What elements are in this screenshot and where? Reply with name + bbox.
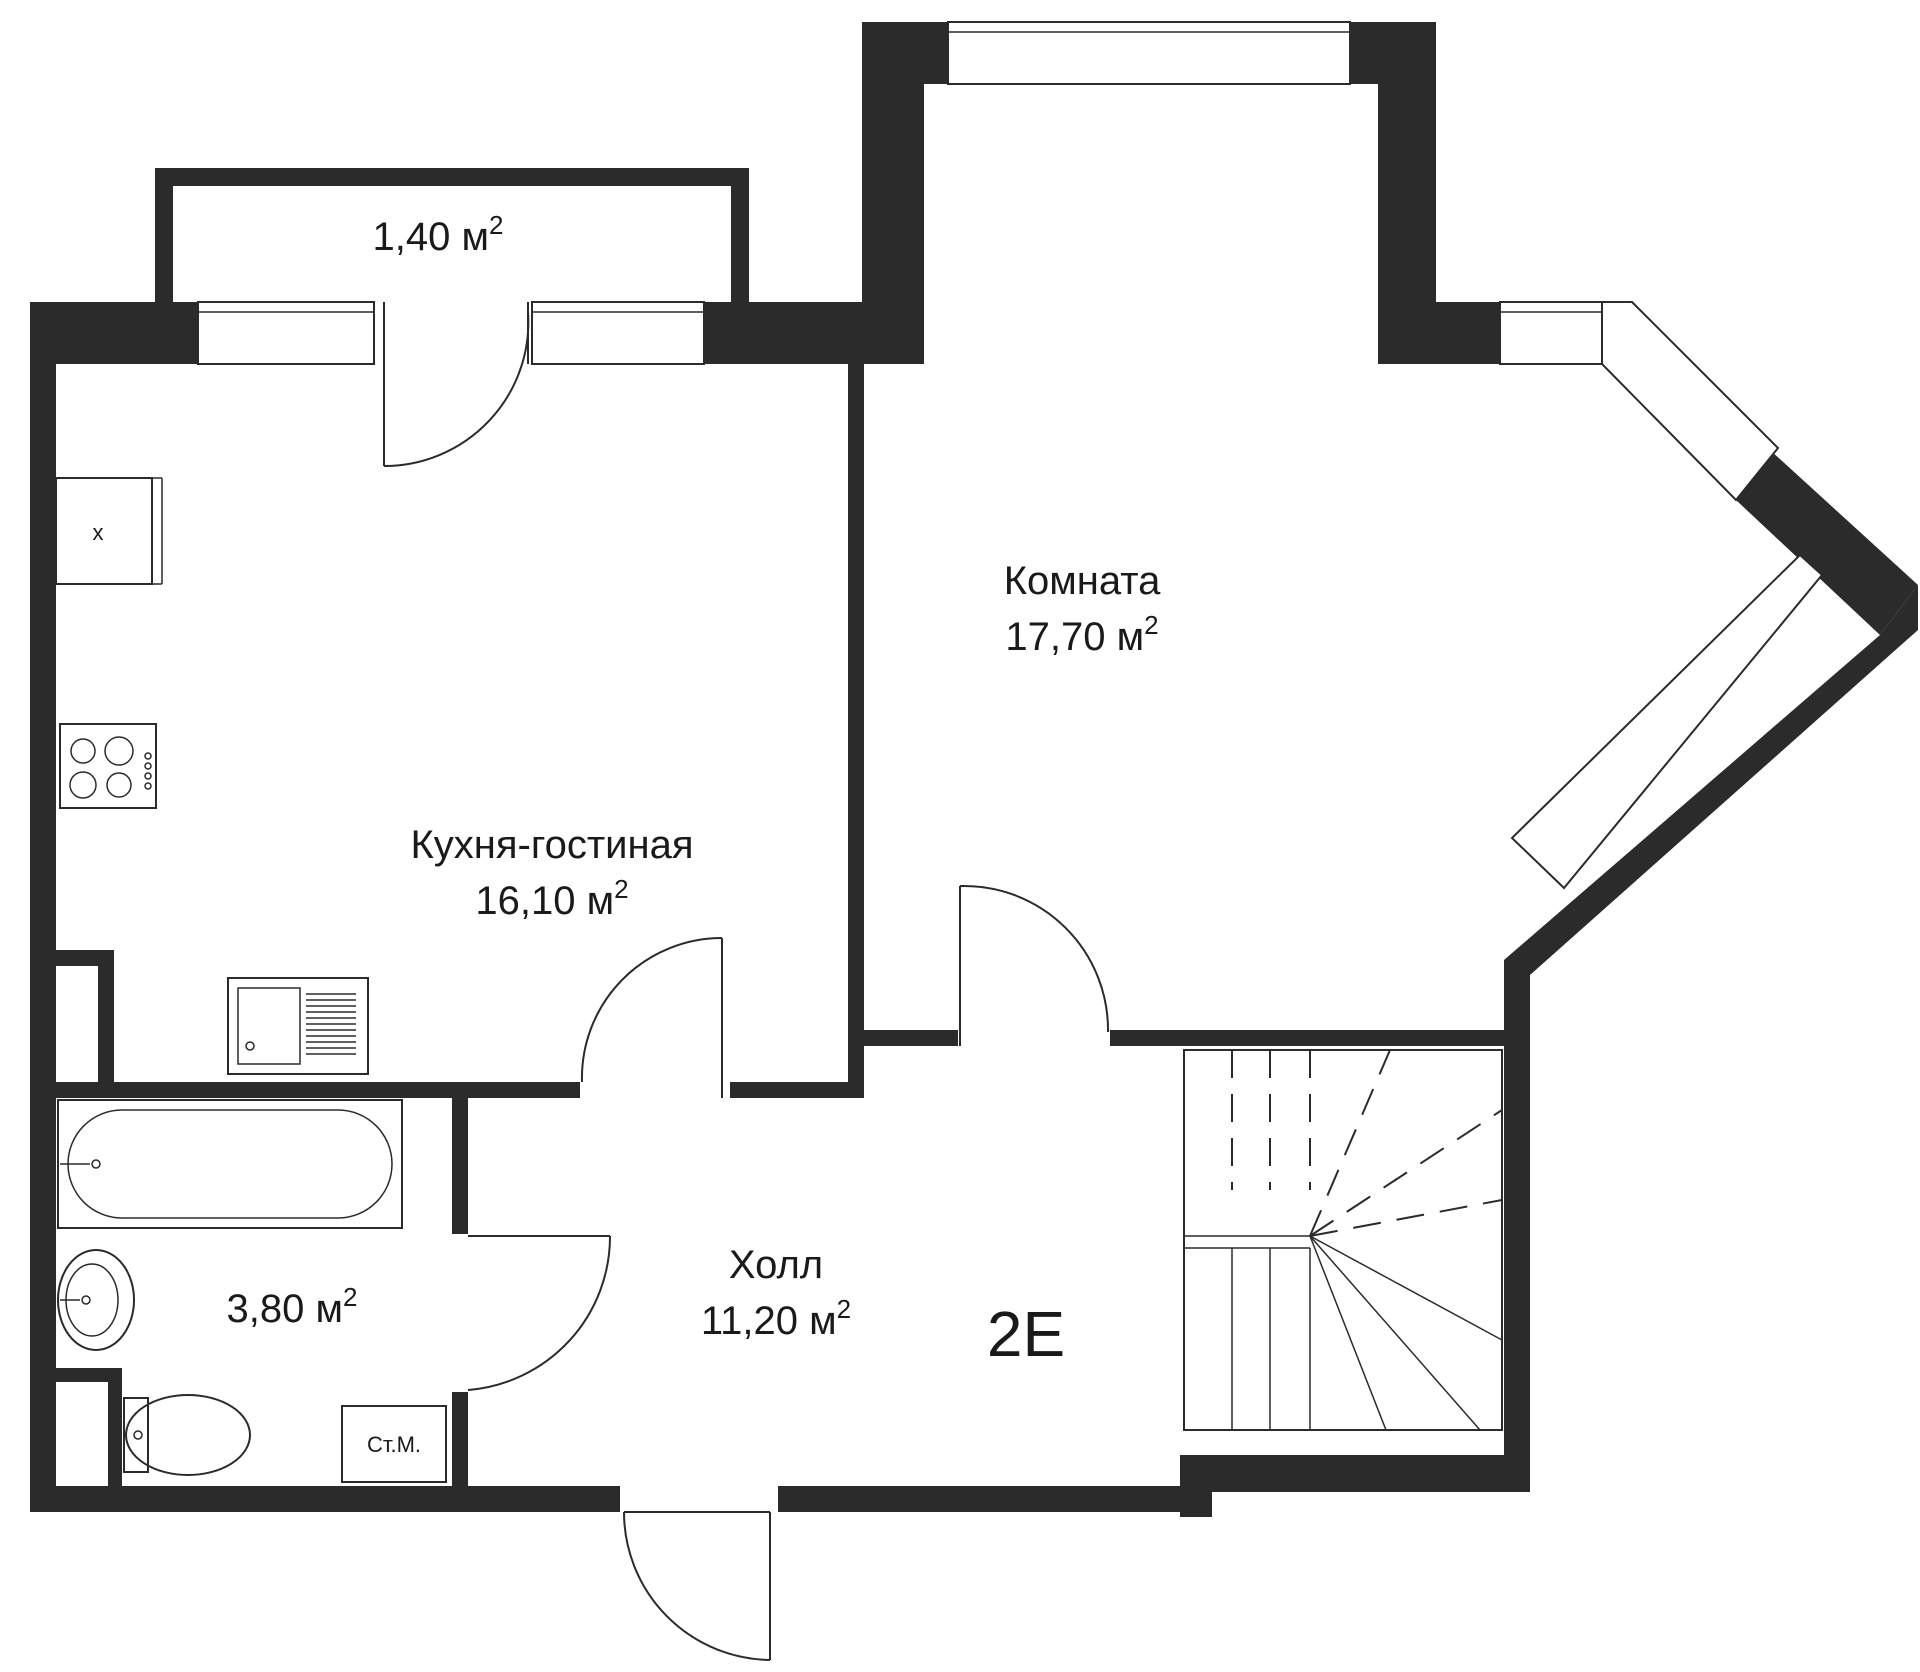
bathroom-fixtures: Ст.М. bbox=[57, 1099, 447, 1483]
wall-bath-right-low bbox=[452, 1392, 468, 1512]
wall-kitchen-bottom-left bbox=[30, 1082, 580, 1098]
wall-left bbox=[30, 302, 56, 1512]
room-area-text: 17,70 м bbox=[1005, 615, 1144, 659]
kitchen-door-swing bbox=[580, 937, 723, 1083]
bathtub bbox=[57, 1099, 403, 1229]
wall-kitchen-room bbox=[848, 364, 864, 1098]
entrance-door-swing bbox=[623, 1511, 771, 1661]
staircase-outline bbox=[1183, 1049, 1503, 1431]
wall-stairs-bottom bbox=[1180, 1455, 1530, 1492]
balcony-wall-left bbox=[155, 168, 173, 302]
balcony-wall-right bbox=[731, 168, 749, 302]
wall-niche-side bbox=[98, 950, 114, 1082]
kitchen-sink bbox=[227, 977, 369, 1075]
wall-bath-niche-side bbox=[108, 1368, 122, 1486]
doors bbox=[383, 302, 1110, 1661]
kitchen-fixtures: x bbox=[55, 477, 369, 1075]
balcony-area: 1,40 м2 bbox=[373, 210, 504, 259]
bathroom-area: 3,80 м2 bbox=[227, 1282, 358, 1331]
walls bbox=[30, 22, 1918, 1517]
hall-name: Холл bbox=[729, 1243, 823, 1287]
wall-top-left bbox=[30, 302, 200, 364]
kitchen-name: Кухня-гостиная bbox=[411, 823, 694, 867]
balcony-door-swing bbox=[383, 311, 530, 468]
bathroom-area-text: 3,80 м bbox=[227, 1287, 343, 1331]
washer-label: Ст.М. bbox=[367, 1432, 421, 1457]
fridge bbox=[55, 477, 153, 585]
room-area: 17,70 м2 bbox=[1005, 610, 1158, 659]
wall-diagonal-upper bbox=[1736, 450, 1918, 635]
kitchen-area-sup: 2 bbox=[614, 874, 628, 904]
hall-area-text: 11,20 м bbox=[701, 1299, 837, 1343]
window-room-diagonal-lower bbox=[1510, 553, 1824, 890]
wall-bottom-left bbox=[30, 1486, 620, 1512]
windows bbox=[197, 21, 1824, 890]
wall-bottom-right-seg bbox=[778, 1486, 1212, 1512]
kitchen-area: 16,10 м2 bbox=[475, 874, 628, 923]
sink-drainboard bbox=[306, 993, 356, 1055]
wall-niche bbox=[30, 950, 114, 966]
room-name: Комната bbox=[1004, 559, 1161, 603]
room-door-swing bbox=[959, 884, 1110, 1033]
toilet-bowl bbox=[125, 1394, 251, 1476]
balcony bbox=[155, 168, 749, 302]
balcony-area-sup: 2 bbox=[489, 210, 503, 240]
plan-code: 2E bbox=[987, 1298, 1065, 1370]
stove bbox=[59, 723, 157, 809]
bathroom-area-sup: 2 bbox=[343, 1282, 357, 1312]
wall-bath-niche bbox=[30, 1368, 122, 1382]
balcony-wall-top bbox=[155, 168, 749, 186]
balcony-area-text: 1,40 м bbox=[373, 215, 489, 259]
washing-machine bbox=[341, 1405, 447, 1483]
wall-diagonal-lower bbox=[1504, 585, 1918, 1492]
hall-area-sup: 2 bbox=[837, 1294, 851, 1324]
wall-kitchen-bottom-right bbox=[730, 1082, 860, 1098]
wall-room-hall-right bbox=[1110, 1030, 1504, 1046]
washbasin bbox=[57, 1249, 135, 1351]
labels: 1,40 м2 Кухня-гостиная 16,10 м2 Комната … bbox=[227, 210, 1162, 1370]
kitchen-area-text: 16,10 м bbox=[475, 879, 614, 923]
staircase bbox=[1183, 1049, 1503, 1431]
wall-bath-right bbox=[452, 1098, 468, 1234]
bathroom-door-swing bbox=[467, 1235, 612, 1391]
wall-room-top-left bbox=[862, 22, 948, 84]
fridge-mark: x bbox=[93, 520, 104, 545]
window-room-diagonal-upper bbox=[1601, 301, 1780, 502]
hall-area: 11,20 м2 bbox=[701, 1294, 851, 1343]
wall-room-right-low bbox=[1378, 302, 1500, 364]
wall-room-hall-left bbox=[864, 1030, 958, 1046]
toilet-tank bbox=[123, 1397, 149, 1473]
room-area-sup: 2 bbox=[1144, 610, 1158, 640]
